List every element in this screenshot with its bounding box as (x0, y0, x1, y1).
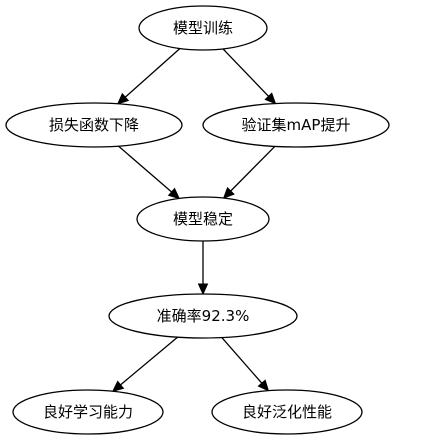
node-training: 模型训练 (138, 5, 268, 51)
node-loss-decrease: 损失函数下降 (5, 102, 183, 148)
edge-map_increase-to-model_stable (222, 145, 276, 199)
arrowhead-icon (222, 186, 235, 199)
node-map-increase-shape (202, 102, 390, 148)
node-loss-decrease-label: 损失函数下降 (49, 116, 139, 134)
node-model-stable-label: 模型稳定 (173, 210, 233, 228)
node-accuracy-label: 准确率92.3% (157, 307, 250, 325)
node-accuracy-shape (108, 293, 298, 339)
edge-model_stable-to-accuracy (197, 241, 209, 296)
edge-accuracy-to-learning (111, 336, 179, 393)
arrowhead-icon (167, 187, 181, 200)
node-training-label: 模型训练 (173, 19, 233, 37)
node-map-increase-label: 验证集mAP提升 (242, 116, 351, 134)
node-learning-shape (12, 389, 164, 435)
nodes-layer: 模型训练 损失函数下降 验证集mAP提升 模型稳定 准确率92.3% 良好学习能… (5, 5, 390, 435)
node-learning: 良好学习能力 (12, 389, 164, 435)
arrowhead-icon (264, 92, 277, 105)
edge-line (222, 48, 269, 97)
edge-loss_decrease-to-model_stable (118, 145, 181, 200)
node-generalization: 良好泛化性能 (211, 389, 363, 435)
edge-line (124, 48, 181, 98)
edge-line (120, 336, 179, 386)
node-model-stable-shape (136, 196, 270, 242)
node-generalization-label: 良好泛化性能 (242, 403, 332, 421)
node-map-increase: 验证集mAP提升 (202, 102, 390, 148)
arrowhead-icon (116, 92, 130, 105)
edge-line (221, 337, 263, 384)
node-accuracy: 准确率92.3% (108, 293, 298, 339)
edge-line (118, 145, 173, 193)
edge-accuracy-to-generalization (221, 337, 270, 392)
edge-line (230, 145, 276, 192)
edges-layer (111, 48, 277, 393)
node-loss-decrease-shape (5, 102, 183, 148)
node-learning-label: 良好学习能力 (43, 403, 133, 421)
arrowhead-icon (257, 379, 270, 392)
node-model-stable: 模型稳定 (136, 196, 270, 242)
arrowhead-icon (197, 283, 209, 296)
edge-training-to-loss_decrease (116, 48, 181, 105)
node-generalization-shape (211, 389, 363, 435)
node-training-shape (138, 5, 268, 51)
arrowhead-icon (111, 380, 125, 393)
edge-training-to-map_increase (222, 48, 277, 105)
